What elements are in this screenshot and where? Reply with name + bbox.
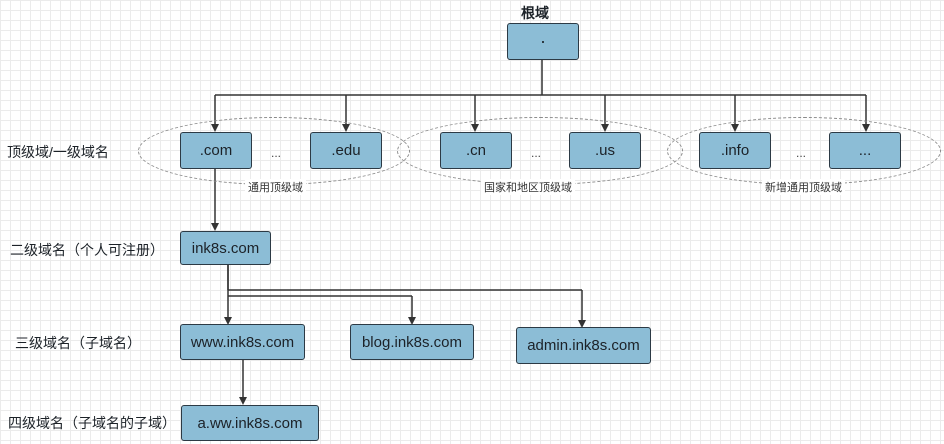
level-label-tld: 顶级域/一级域名 <box>7 144 109 160</box>
third-level-node-admin[interactable]: admin.ink8s.com <box>516 327 651 364</box>
root-title: 根域 <box>521 5 549 21</box>
third-level-node-blog[interactable]: blog.ink8s.com <box>350 324 474 360</box>
tld-node-more[interactable]: ... <box>829 132 901 169</box>
level-label-second: 二级域名（个人可注册） <box>10 242 164 258</box>
tld-node-us[interactable]: .us <box>569 132 641 169</box>
tld-node-edu[interactable]: .edu <box>310 132 382 169</box>
ellipsis-generic: ... <box>271 146 282 160</box>
level-label-third: 三级域名（子域名） <box>15 335 141 351</box>
tld-node-info[interactable]: .info <box>699 132 771 169</box>
ellipsis-country: ... <box>531 146 542 160</box>
level-label-fourth: 四级域名（子域名的子域） <box>8 415 176 431</box>
tld-node-cn[interactable]: .cn <box>440 132 512 169</box>
third-level-node-www[interactable]: www.ink8s.com <box>180 324 305 360</box>
root-node[interactable]: · <box>507 23 579 60</box>
tld-node-com[interactable]: .com <box>180 132 252 169</box>
ellipsis-new-generic: ... <box>796 146 807 160</box>
second-level-node[interactable]: ink8s.com <box>180 231 271 265</box>
group-caption-new-generic: 新增通用顶级域 <box>762 179 845 195</box>
fourth-level-node[interactable]: a.ww.ink8s.com <box>181 405 319 441</box>
group-caption-country: 国家和地区顶级域 <box>481 179 575 195</box>
group-caption-generic: 通用顶级域 <box>245 179 306 195</box>
